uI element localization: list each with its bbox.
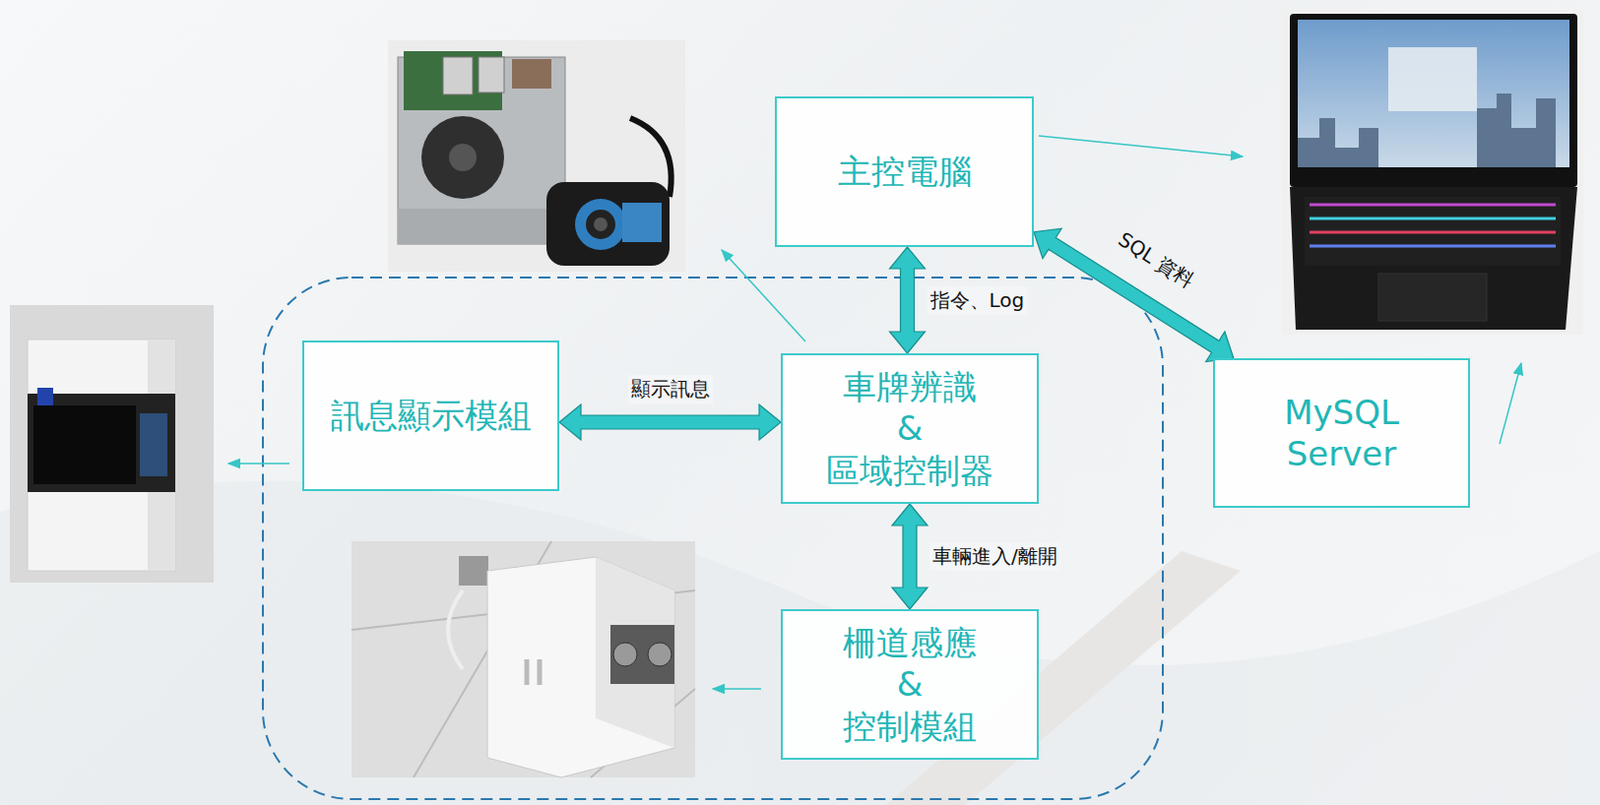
double-arrow [890,247,926,354]
box-label: 訊息顯示模組 [330,394,532,438]
display-photo [9,305,214,583]
process-box: MySQL Server [1213,358,1471,509]
double-arrow [559,404,781,441]
process-box: 主控電腦 [774,96,1034,248]
background-shape [0,481,1600,805]
box-label: 主控電腦 [837,150,972,193]
box-label: 柵道感應 & 控制模組 [842,622,977,749]
sensor-photo [351,541,696,778]
arrow-label: 顯示訊息 [628,375,713,404]
double-arrow [892,504,928,610]
process-box: 車牌辨識 & 區域控制器 [780,353,1039,505]
process-box: 柵道感應 & 控制模組 [780,609,1039,761]
box-label: MySQL Server [1283,391,1400,476]
laptop-photo [1281,9,1584,335]
arrow-label: SQL 資料 [1109,224,1202,298]
box-label: 車牌辨識 & 區域控制器 [826,366,994,493]
arrow-label: 車輛進入/離開 [929,542,1061,572]
arrow-label: 指令、Log [927,286,1028,316]
process-box: 訊息顯示模組 [302,340,560,492]
controller-photo [387,40,686,272]
dashed-region [262,277,1163,800]
